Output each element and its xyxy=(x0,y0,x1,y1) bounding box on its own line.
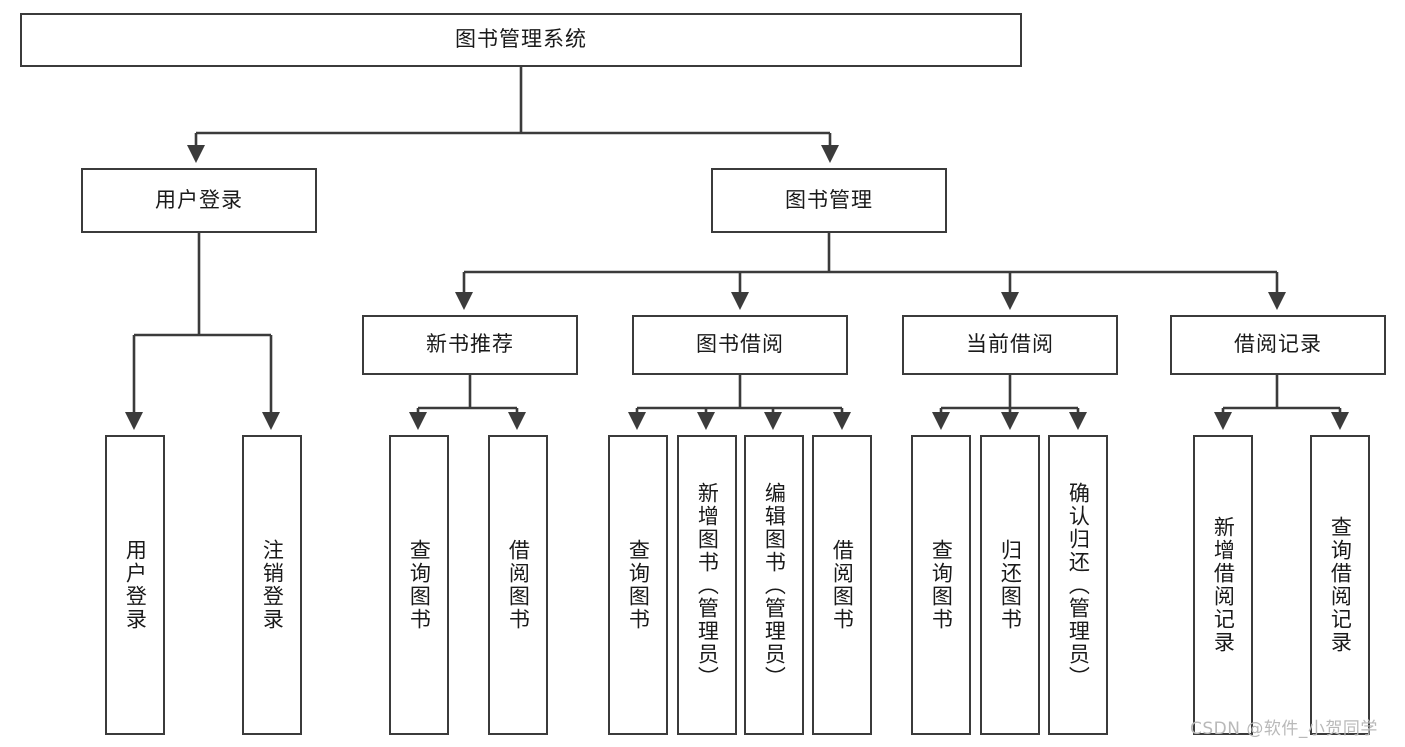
node-book-borrow[interactable]: 图书借阅 xyxy=(632,315,848,375)
leaf-edit-book-label: 编辑图书（管理员） xyxy=(762,481,787,689)
node-borrow-record-label: 借阅记录 xyxy=(1234,332,1322,357)
leaf-query-book-2-label: 查询图书 xyxy=(626,539,651,631)
leaf-borrow-book-2[interactable]: 借阅图书 xyxy=(812,435,872,735)
node-root[interactable]: 图书管理系统 xyxy=(20,13,1022,67)
node-current-borrow[interactable]: 当前借阅 xyxy=(902,315,1118,375)
node-new-book-rec-label: 新书推荐 xyxy=(426,332,514,357)
leaf-query-record-label: 查询借阅记录 xyxy=(1328,516,1353,654)
leaf-borrow-book-1-label: 借阅图书 xyxy=(506,539,531,631)
leaf-return-book[interactable]: 归还图书 xyxy=(980,435,1040,735)
node-root-label: 图书管理系统 xyxy=(455,27,587,52)
leaf-borrow-book-1[interactable]: 借阅图书 xyxy=(488,435,548,735)
csdn-watermark: CSDN @软件_小贺同学 xyxy=(1190,719,1378,739)
leaf-user-login[interactable]: 用户登录 xyxy=(105,435,165,735)
leaf-add-record[interactable]: 新增借阅记录 xyxy=(1193,435,1253,735)
leaf-edit-book[interactable]: 编辑图书（管理员） xyxy=(744,435,804,735)
node-current-borrow-label: 当前借阅 xyxy=(966,332,1054,357)
node-book-manage-label: 图书管理 xyxy=(785,187,873,212)
leaf-user-login-label: 用户登录 xyxy=(123,539,148,631)
node-book-manage[interactable]: 图书管理 xyxy=(711,168,947,233)
leaf-confirm-return[interactable]: 确认归还（管理员） xyxy=(1048,435,1108,735)
leaf-confirm-return-label: 确认归还（管理员） xyxy=(1066,481,1091,689)
leaf-query-book-1[interactable]: 查询图书 xyxy=(389,435,449,735)
leaf-user-logout-label: 注销登录 xyxy=(260,539,285,631)
leaf-query-record[interactable]: 查询借阅记录 xyxy=(1310,435,1370,735)
leaf-query-book-2[interactable]: 查询图书 xyxy=(608,435,668,735)
leaf-add-record-label: 新增借阅记录 xyxy=(1211,516,1236,654)
node-borrow-record[interactable]: 借阅记录 xyxy=(1170,315,1386,375)
leaf-borrow-book-2-label: 借阅图书 xyxy=(830,539,855,631)
node-user-login-label: 用户登录 xyxy=(155,187,243,212)
leaf-query-book-3[interactable]: 查询图书 xyxy=(911,435,971,735)
leaf-query-book-1-label: 查询图书 xyxy=(407,539,432,631)
node-user-login[interactable]: 用户登录 xyxy=(81,168,317,233)
leaf-add-book[interactable]: 新增图书（管理员） xyxy=(677,435,737,735)
leaf-return-book-label: 归还图书 xyxy=(998,539,1023,631)
leaf-user-logout[interactable]: 注销登录 xyxy=(242,435,302,735)
leaf-add-book-label: 新增图书（管理员） xyxy=(695,481,720,689)
node-book-borrow-label: 图书借阅 xyxy=(696,332,784,357)
node-new-book-rec[interactable]: 新书推荐 xyxy=(362,315,578,375)
leaf-query-book-3-label: 查询图书 xyxy=(929,539,954,631)
